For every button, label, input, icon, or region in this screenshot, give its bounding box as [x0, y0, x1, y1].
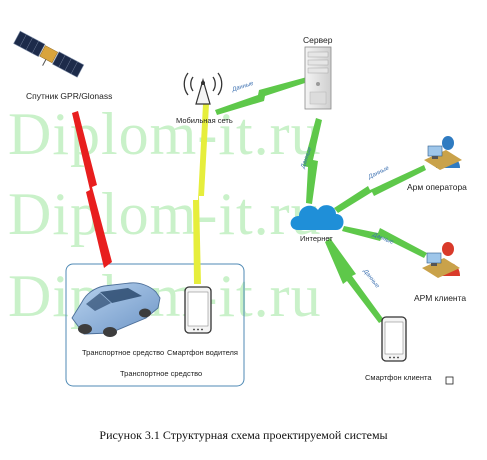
antenna-tower-icon: [183, 72, 223, 105]
watermark-2: Diplom-it.ru: [8, 181, 322, 247]
operator-workstation-icon: [424, 136, 462, 170]
internet-to-phone-link: [325, 238, 384, 323]
smartphone-icon: [184, 286, 212, 334]
server-label: Сервер: [303, 35, 333, 45]
car-icon: [71, 282, 161, 337]
mobile-network-label: Мобильная сеть: [176, 116, 233, 125]
internet-to-operator-link: [334, 165, 426, 213]
small-square-marker: [445, 376, 454, 385]
mobile-to-phone-link: [193, 104, 209, 284]
vehicle-group-frame: [65, 263, 245, 387]
client-phone-label: Смартфон клиента: [365, 373, 432, 382]
internet-label: Интернет: [300, 234, 333, 243]
internet-to-client-link: [342, 226, 427, 258]
vehicle-label: Транспортное средство: [82, 348, 165, 357]
figure-caption: Рисунок 3.1 Структурная схема проектируе…: [99, 428, 388, 442]
satellite-icon: [13, 30, 85, 78]
operator-ws-label: Арм оператора: [407, 182, 467, 192]
client-smartphone-icon: [381, 316, 407, 362]
satellite-label: Спутник GPR/Glonass: [26, 91, 113, 101]
vehicle-group-label: Транспортное средство: [120, 369, 203, 378]
server-icon: [304, 46, 332, 110]
server-to-internet-link: [303, 118, 322, 204]
mobile-to-server-link: [215, 77, 308, 115]
watermark-3: Diplom-it.ru: [8, 263, 322, 329]
satellite-link: [72, 111, 112, 268]
cloud-icon: [290, 205, 344, 230]
watermark-1: Diplom-it.ru: [8, 101, 322, 167]
client-ws-label: АРМ клиента: [414, 293, 467, 303]
client-workstation-icon: [422, 242, 460, 278]
driver-phone-label: Смартфон водителя: [167, 348, 238, 357]
